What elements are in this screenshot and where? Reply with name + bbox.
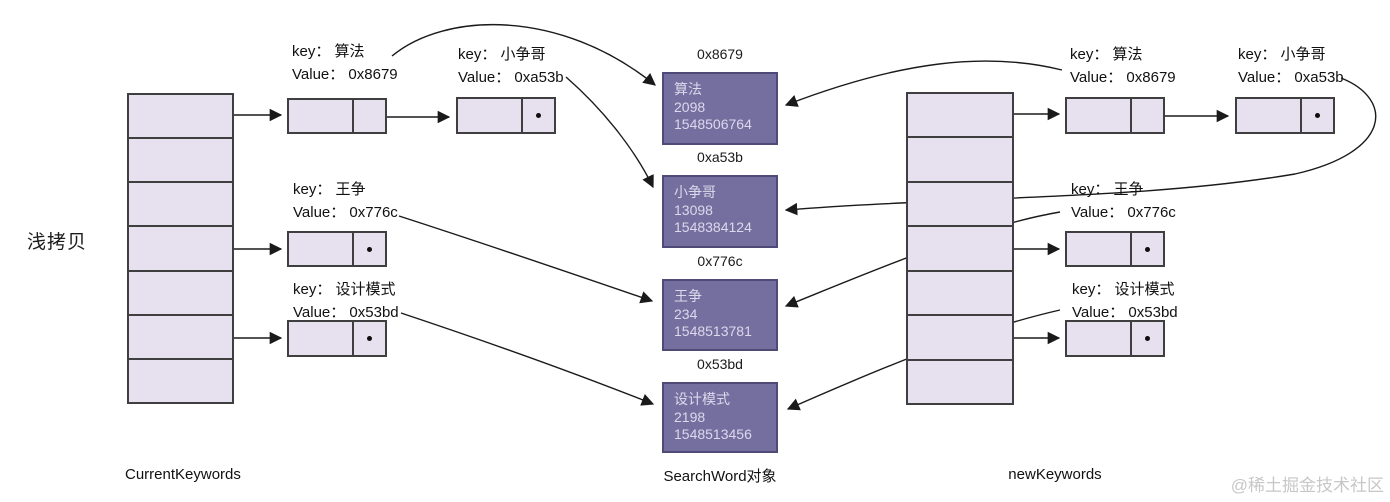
left-node-wangzheng (287, 231, 387, 267)
left-entry-shejimoshi-labels: key： 设计模式 Value： 0x53bd (293, 278, 399, 324)
array-cell (908, 314, 1012, 358)
array-cell (908, 94, 1012, 136)
key-label: key： 王争 (1071, 181, 1144, 198)
object-timestamp: 1548506764 (674, 116, 752, 132)
searchword-object-0x776c: 王争 234 1548513781 (662, 279, 778, 351)
node-pointer-cell (1302, 99, 1333, 132)
object-count: 2198 (674, 408, 706, 425)
right-node-suanfa (1065, 97, 1165, 134)
searchword-object-0x53bd: 设计模式 2198 1548513456 (662, 382, 778, 453)
right-node-xiaozhengge (1235, 97, 1335, 134)
searchword-object-0x8679: 算法 2098 1548506764 (662, 72, 778, 145)
node-pointer-cell (354, 322, 385, 355)
left-node-shejimoshi (287, 320, 387, 357)
right-entry-wangzheng-labels: key： 王争 Value： 0x776c (1071, 178, 1176, 224)
value-label: Value： 0x53bd (293, 304, 399, 321)
searchword-object-0xa53b: 小争哥 13098 1548384124 (662, 175, 778, 248)
array-cell (129, 181, 232, 225)
node-data-cell (1067, 99, 1133, 132)
new-keywords-array (906, 92, 1014, 405)
searchword-objects-caption: SearchWord对象 (663, 468, 777, 485)
value-label: Value： 0x8679 (292, 66, 398, 83)
left-entry-suanfa-labels: key： 算法 Value： 0x8679 (292, 40, 398, 86)
object-word: 王争 (674, 288, 702, 304)
null-pointer-dot (1145, 246, 1150, 252)
arrow-left-value-0x53bd-to-object (400, 312, 655, 406)
current-keywords-caption: CurrentKeywords (125, 466, 241, 483)
array-cell (908, 269, 1012, 314)
address-label-0x8679: 0x8679 (697, 46, 743, 62)
arrow-left-value-0x776c-to-object (398, 215, 654, 304)
object-word: 设计模式 (674, 391, 730, 407)
object-word: 小争哥 (674, 184, 716, 200)
new-keywords-caption: newKeywords (1008, 466, 1102, 483)
object-count: 13098 (674, 201, 713, 218)
null-pointer-dot (536, 113, 541, 118)
array-cell (129, 137, 232, 181)
node-pointer-cell (1132, 322, 1163, 355)
node-data-cell (1067, 322, 1133, 355)
array-cell (129, 313, 232, 358)
right-entry-suanfa-labels: key： 算法 Value： 0x8679 (1070, 43, 1176, 89)
node-pointer-cell (354, 100, 385, 132)
value-label: Value： 0x53bd (1072, 304, 1178, 321)
array-cell (129, 357, 232, 402)
value-label: Value： 0xa53b (1238, 69, 1344, 86)
value-label: Value： 0x8679 (1070, 69, 1176, 86)
object-timestamp: 1548513781 (674, 323, 752, 339)
node-pointer-cell (523, 99, 554, 132)
node-data-cell (1067, 233, 1133, 265)
array-cell (908, 358, 1012, 403)
right-node-shejimoshi (1065, 320, 1165, 357)
key-label: key： 设计模式 (293, 281, 396, 298)
null-pointer-dot (1315, 113, 1320, 118)
left-node-xiaozhengge (456, 97, 556, 134)
value-label: Value： 0x776c (1071, 204, 1176, 221)
array-cell (129, 269, 232, 314)
left-entry-wangzheng-labels: key： 王争 Value： 0x776c (293, 178, 398, 224)
shallow-copy-label: 浅拷贝 (27, 232, 88, 253)
array-cell (908, 136, 1012, 180)
object-count: 2098 (674, 98, 706, 115)
array-cell (908, 225, 1012, 269)
key-label: key： 小争哥 (458, 46, 546, 63)
value-label: Value： 0x776c (293, 204, 398, 221)
right-node-wangzheng (1065, 231, 1165, 267)
object-word: 算法 (674, 81, 702, 97)
object-timestamp: 1548384124 (674, 219, 752, 235)
arrow-left-value-0xa53b-to-object (565, 76, 654, 189)
object-count: 234 (674, 305, 698, 322)
object-timestamp: 1548513456 (674, 426, 752, 442)
node-data-cell (458, 99, 524, 132)
node-data-cell (289, 100, 355, 132)
node-pointer-cell (354, 233, 385, 265)
null-pointer-dot (1145, 336, 1150, 341)
array-cell (129, 95, 232, 137)
current-keywords-array (127, 93, 234, 404)
right-entry-xiaozhengge-labels: key： 小争哥 Value： 0xa53b (1238, 43, 1344, 89)
node-data-cell (289, 322, 355, 355)
key-label: key： 王争 (293, 181, 366, 198)
left-entry-xiaozhengge-labels: key： 小争哥 Value： 0xa53b (458, 43, 564, 89)
address-label-0xa53b: 0xa53b (697, 149, 743, 165)
key-label: key： 小争哥 (1238, 46, 1326, 63)
node-pointer-cell (1132, 233, 1163, 265)
right-entry-shejimoshi-labels: key： 设计模式 Value： 0x53bd (1072, 278, 1178, 324)
node-data-cell (1237, 99, 1303, 132)
value-label: Value： 0xa53b (458, 69, 564, 86)
key-label: key： 算法 (292, 43, 365, 60)
watermark: @稀土掘金技术社区 (1230, 476, 1384, 495)
address-label-0x53bd: 0x53bd (697, 356, 743, 372)
node-data-cell (289, 233, 355, 265)
null-pointer-dot (367, 336, 372, 341)
left-node-suanfa (287, 98, 387, 134)
key-label: key： 设计模式 (1072, 281, 1175, 298)
key-label: key： 算法 (1070, 46, 1143, 63)
array-cell (129, 225, 232, 269)
array-cell (908, 180, 1012, 225)
address-label-0x776c: 0x776c (697, 253, 743, 269)
node-pointer-cell (1132, 99, 1163, 132)
null-pointer-dot (367, 246, 372, 252)
